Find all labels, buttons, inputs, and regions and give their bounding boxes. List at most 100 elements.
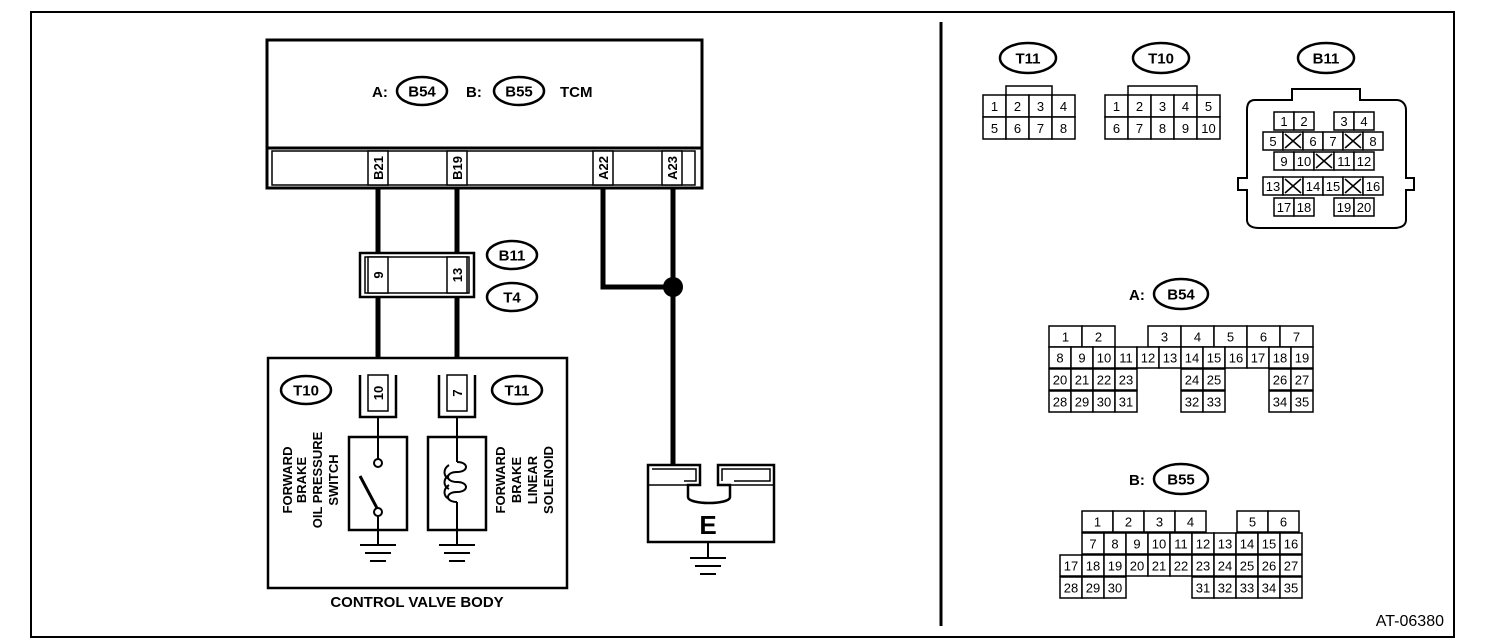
pin-cell: 5 — [1213, 325, 1248, 348]
pin-number: 3 — [1340, 114, 1347, 129]
pin-number: 28 — [1064, 581, 1078, 596]
pin-cell: 26 — [1257, 554, 1281, 577]
pin-cell: 27 — [1290, 368, 1314, 391]
pin-number: 9 — [1078, 351, 1085, 366]
pin-number: 7 — [1293, 330, 1300, 345]
pin-cell: 20 — [1353, 197, 1375, 217]
harness-label-t4-oval — [485, 281, 539, 313]
pin-cell: 30 — [1103, 576, 1127, 599]
svg-text:A23: A23 — [665, 156, 680, 180]
pin-number: 5 — [1269, 134, 1276, 149]
pin-number: 5 — [1227, 330, 1234, 345]
pin-number: 30 — [1108, 581, 1122, 596]
pin-number: 7 — [1329, 134, 1336, 149]
pin-cell: 2 — [1005, 94, 1030, 118]
pin-cell: 11 — [1169, 532, 1193, 555]
pin-cell: 18 — [1293, 197, 1315, 217]
pin-number: 12 — [1196, 537, 1210, 552]
pin-number: 6 — [1309, 134, 1316, 149]
pin-cell: 5 — [1236, 510, 1269, 533]
switch-label-line-4: SWITCH — [326, 454, 341, 505]
pin-number: 1 — [1094, 515, 1101, 530]
pin-number: 17 — [1251, 351, 1265, 366]
pin-cell: 14 — [1235, 532, 1259, 555]
pin-cell: 19 — [1333, 197, 1355, 217]
pin-cell: 6 — [1005, 116, 1030, 140]
control-valve-body-title: CONTROL VALVE BODY — [330, 594, 503, 611]
solenoid-label-line-2: BRAKE — [509, 457, 524, 504]
pin-number: 2 — [1095, 330, 1102, 345]
pin-cell: 4 — [1353, 111, 1375, 131]
pin-cell: 21 — [1070, 368, 1094, 391]
pin-number: 24 — [1218, 559, 1232, 574]
pin-cell: 7 — [1081, 532, 1105, 555]
pin-number: 8 — [1159, 121, 1166, 136]
pin-number: 12 — [1357, 154, 1371, 169]
pin-cell: 7 — [1322, 131, 1344, 151]
control-valve-body: CONTROL VALVE BODY T10 T11 10 7 FORWARD … — [266, 356, 569, 611]
solenoid-label-line-4: SOLENOID — [541, 446, 556, 514]
pin-number: 16 — [1366, 179, 1380, 194]
pin-cell: 32 — [1213, 576, 1237, 599]
pin-number: 6 — [1260, 330, 1267, 345]
pin-number: 8 — [1111, 537, 1118, 552]
harness-label-b11: B11 — [499, 248, 526, 265]
cvb-pin-7: 7 — [450, 389, 465, 396]
tcm-prefix-b: B: — [466, 84, 482, 101]
pin-cell: 22 — [1169, 554, 1193, 577]
pin-cell: 10 — [1147, 532, 1171, 555]
pin-number: 3 — [1156, 515, 1163, 530]
pin-number: 4 — [1060, 99, 1067, 114]
pin-cell: 35 — [1279, 576, 1303, 599]
tcm-terminal-a22: A22 — [592, 150, 614, 186]
pin-cell: 8 — [1362, 131, 1384, 151]
tcm-terminal-b19: B19 — [446, 150, 468, 186]
pin-cell: 27 — [1279, 554, 1303, 577]
pin-number: 18 — [1086, 559, 1100, 574]
pin-number: 25 — [1240, 559, 1254, 574]
pin-cell: 16 — [1279, 532, 1303, 555]
pin-cell: 11 — [1114, 346, 1138, 369]
pin-number: 13 — [1163, 351, 1177, 366]
pin-cell: 29 — [1070, 390, 1094, 413]
pin-number: 29 — [1086, 581, 1100, 596]
pin-cell: 1 — [1273, 111, 1295, 131]
pin-cell: 15 — [1322, 176, 1344, 196]
pin-number: 6 — [1280, 515, 1287, 530]
pin-cell: 15 — [1257, 532, 1281, 555]
pin-cell — [1342, 131, 1364, 151]
pin-number: 11 — [1174, 537, 1188, 552]
pin-cell: 12 — [1353, 151, 1375, 171]
pin-number: 4 — [1360, 114, 1367, 129]
pin-number: 33 — [1207, 395, 1221, 410]
pin-number: 35 — [1295, 395, 1309, 410]
pin-cell: 8 — [1051, 116, 1076, 140]
pin-number: 28 — [1053, 395, 1067, 410]
pin-number: 25 — [1207, 373, 1221, 388]
pin-cell: 7 — [1028, 116, 1053, 140]
pin-cell: 9 — [1070, 346, 1094, 369]
pin-cell: 24 — [1180, 368, 1204, 391]
pin-number: 4 — [1187, 515, 1194, 530]
pin-number: 17 — [1064, 559, 1078, 574]
pin-cell: 2 — [1127, 94, 1152, 118]
pin-cell: 33 — [1235, 576, 1259, 599]
pin-number: 5 — [991, 121, 998, 136]
cvb-connector-t10: T10 — [293, 383, 319, 400]
figure-id: AT-06380 — [1376, 613, 1444, 630]
pin-cell: 5 — [1262, 131, 1284, 151]
pin-number: 22 — [1174, 559, 1188, 574]
pin-cell: 12 — [1191, 532, 1215, 555]
pin-cell: 20 — [1125, 554, 1149, 577]
pin-number: 8 — [1056, 351, 1063, 366]
tcm-terminal-b21: B21 — [367, 150, 389, 186]
pin-number: 2 — [1300, 114, 1307, 129]
pin-cell: 21 — [1147, 554, 1171, 577]
pin-number: 33 — [1240, 581, 1254, 596]
pin-cell: 3 — [1150, 94, 1175, 118]
pin-number: 10 — [1097, 351, 1111, 366]
pin-cell — [1282, 131, 1304, 151]
